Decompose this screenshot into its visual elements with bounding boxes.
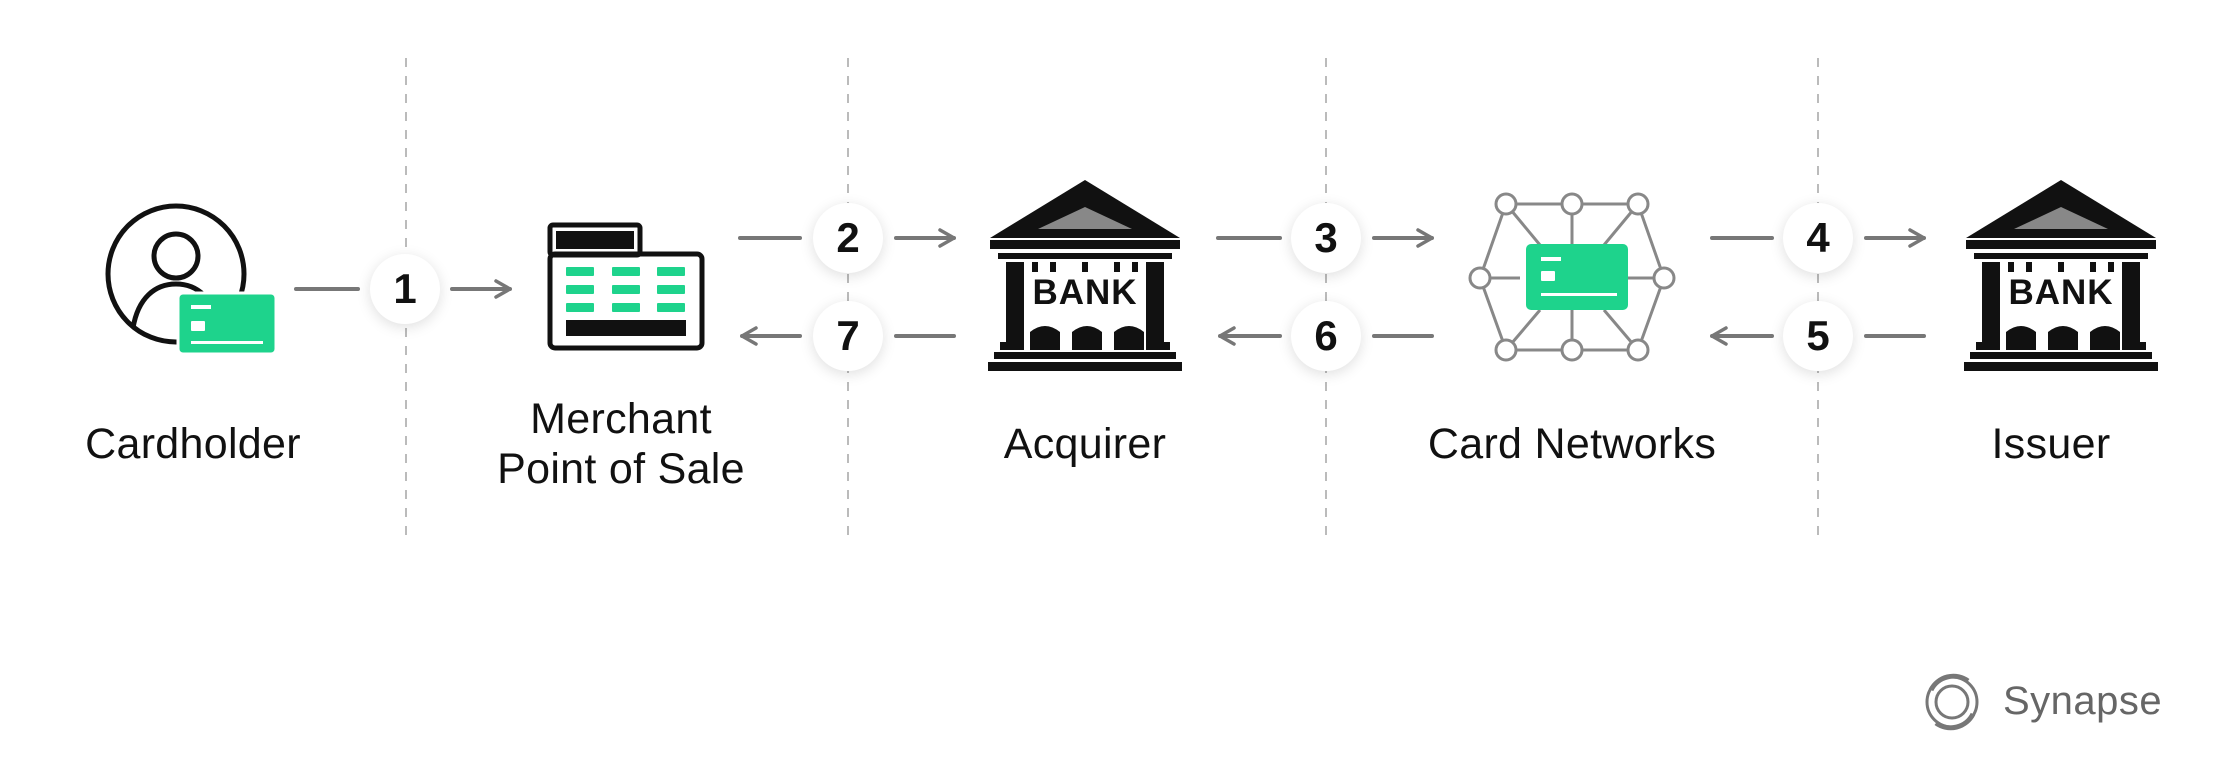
- step-badge: 3: [1291, 203, 1361, 273]
- step-badge: 5: [1783, 301, 1853, 371]
- actor-label-merchant: Merchant Point of Sale: [497, 395, 745, 493]
- bank-icon: [988, 180, 1182, 371]
- actor-label-acquirer: Acquirer: [1003, 420, 1167, 468]
- actor-label-cardholder: Cardholder: [85, 420, 301, 468]
- step-badge: 1: [370, 254, 440, 324]
- step-badge: 6: [1291, 301, 1361, 371]
- step-badge: 7: [813, 301, 883, 371]
- step-badge: 4: [1783, 203, 1853, 273]
- actor-label-issuer: Issuer: [1991, 420, 2111, 468]
- actor-label-networks: Card Networks: [1427, 420, 1717, 468]
- cardholder-icon: [105, 203, 278, 356]
- step-badge: 2: [813, 203, 883, 273]
- bank-icon-text: BANK: [1032, 273, 1138, 312]
- card-network-icon: [1468, 192, 1676, 362]
- brand-name: Synapse: [2003, 679, 2163, 723]
- flow-arrows: [294, 228, 1926, 346]
- pos-terminal-icon: [547, 222, 705, 351]
- bank-icon-text: BANK: [2008, 273, 2114, 312]
- synapse-logo-icon: [1925, 673, 1979, 731]
- bank-icon: [1964, 180, 2158, 371]
